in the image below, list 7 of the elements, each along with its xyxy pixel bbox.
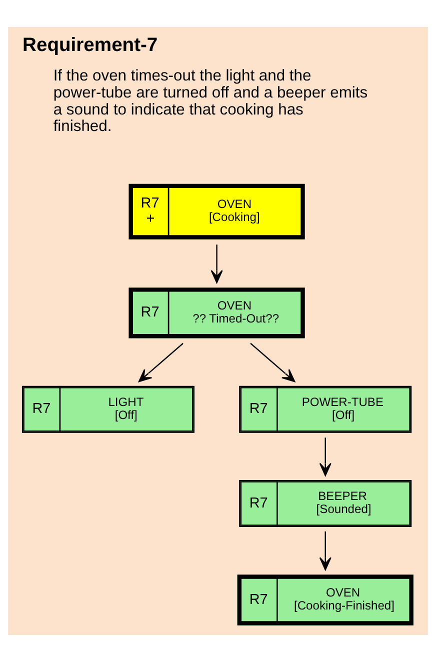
arrow — [319, 531, 332, 570]
diagram-title: Requirement-7 — [22, 34, 158, 56]
arrow — [319, 438, 332, 476]
arrow — [138, 342, 184, 382]
arrow — [250, 342, 296, 382]
arrow — [210, 244, 223, 284]
label: If the oven times-out the light and the power-tube are turned off and a beeper emits a sound to indicate that cooking has finished. — [53, 68, 368, 136]
